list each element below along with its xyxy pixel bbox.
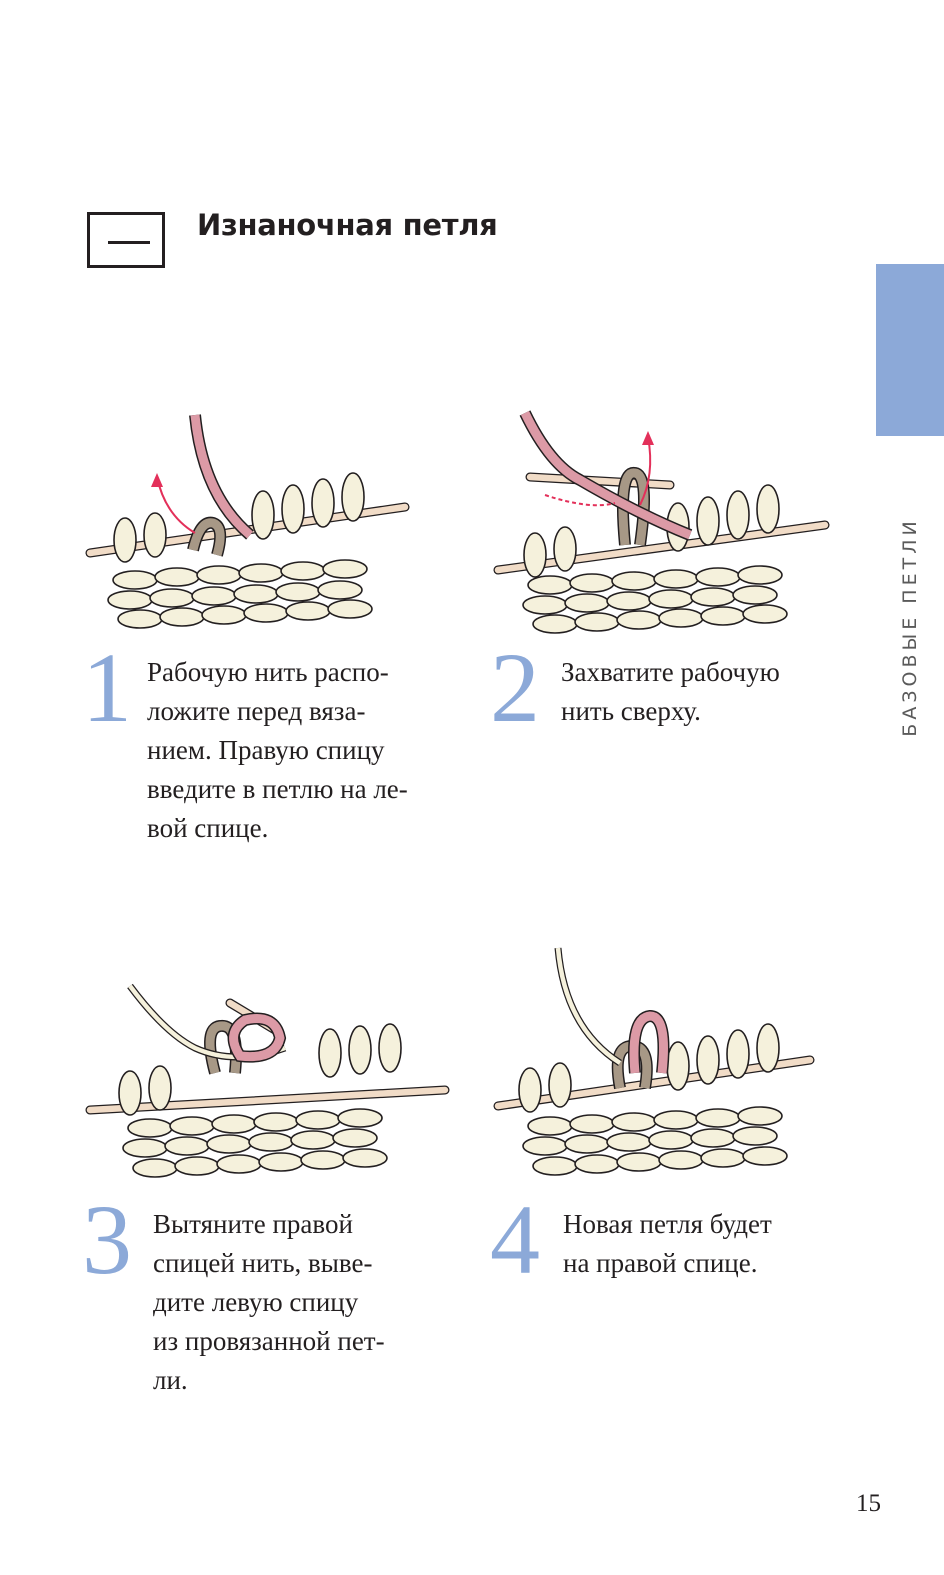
step-4-text: Новая петля будет на правой спице.	[563, 1209, 772, 1278]
step-2-text: Захватите рабочую нить сверху.	[561, 657, 780, 726]
knitting-step-4-illustration	[493, 947, 815, 1176]
section-tab	[876, 264, 944, 436]
page-title: Изнаночная петля	[197, 208, 498, 242]
knitting-step-2-illustration	[493, 410, 830, 634]
step-1-number: 1	[82, 632, 132, 743]
purl-symbol-icon	[87, 212, 165, 268]
section-label: БАЗОВЫЕ ПЕТЛИ	[899, 517, 921, 737]
step-3-text: Вытяните правой спицей нить, выве- дите …	[153, 1209, 385, 1395]
page-number: 15	[856, 1490, 881, 1517]
step-1-text: Рабочую нить распо- ложите перед вяза- н…	[147, 657, 408, 843]
step-3-number: 3	[82, 1184, 132, 1295]
knitting-step-3-illustration	[85, 983, 450, 1178]
step-4-number: 4	[490, 1184, 540, 1295]
step-2-number: 2	[490, 632, 540, 743]
knitting-step-1-illustration	[85, 414, 410, 629]
